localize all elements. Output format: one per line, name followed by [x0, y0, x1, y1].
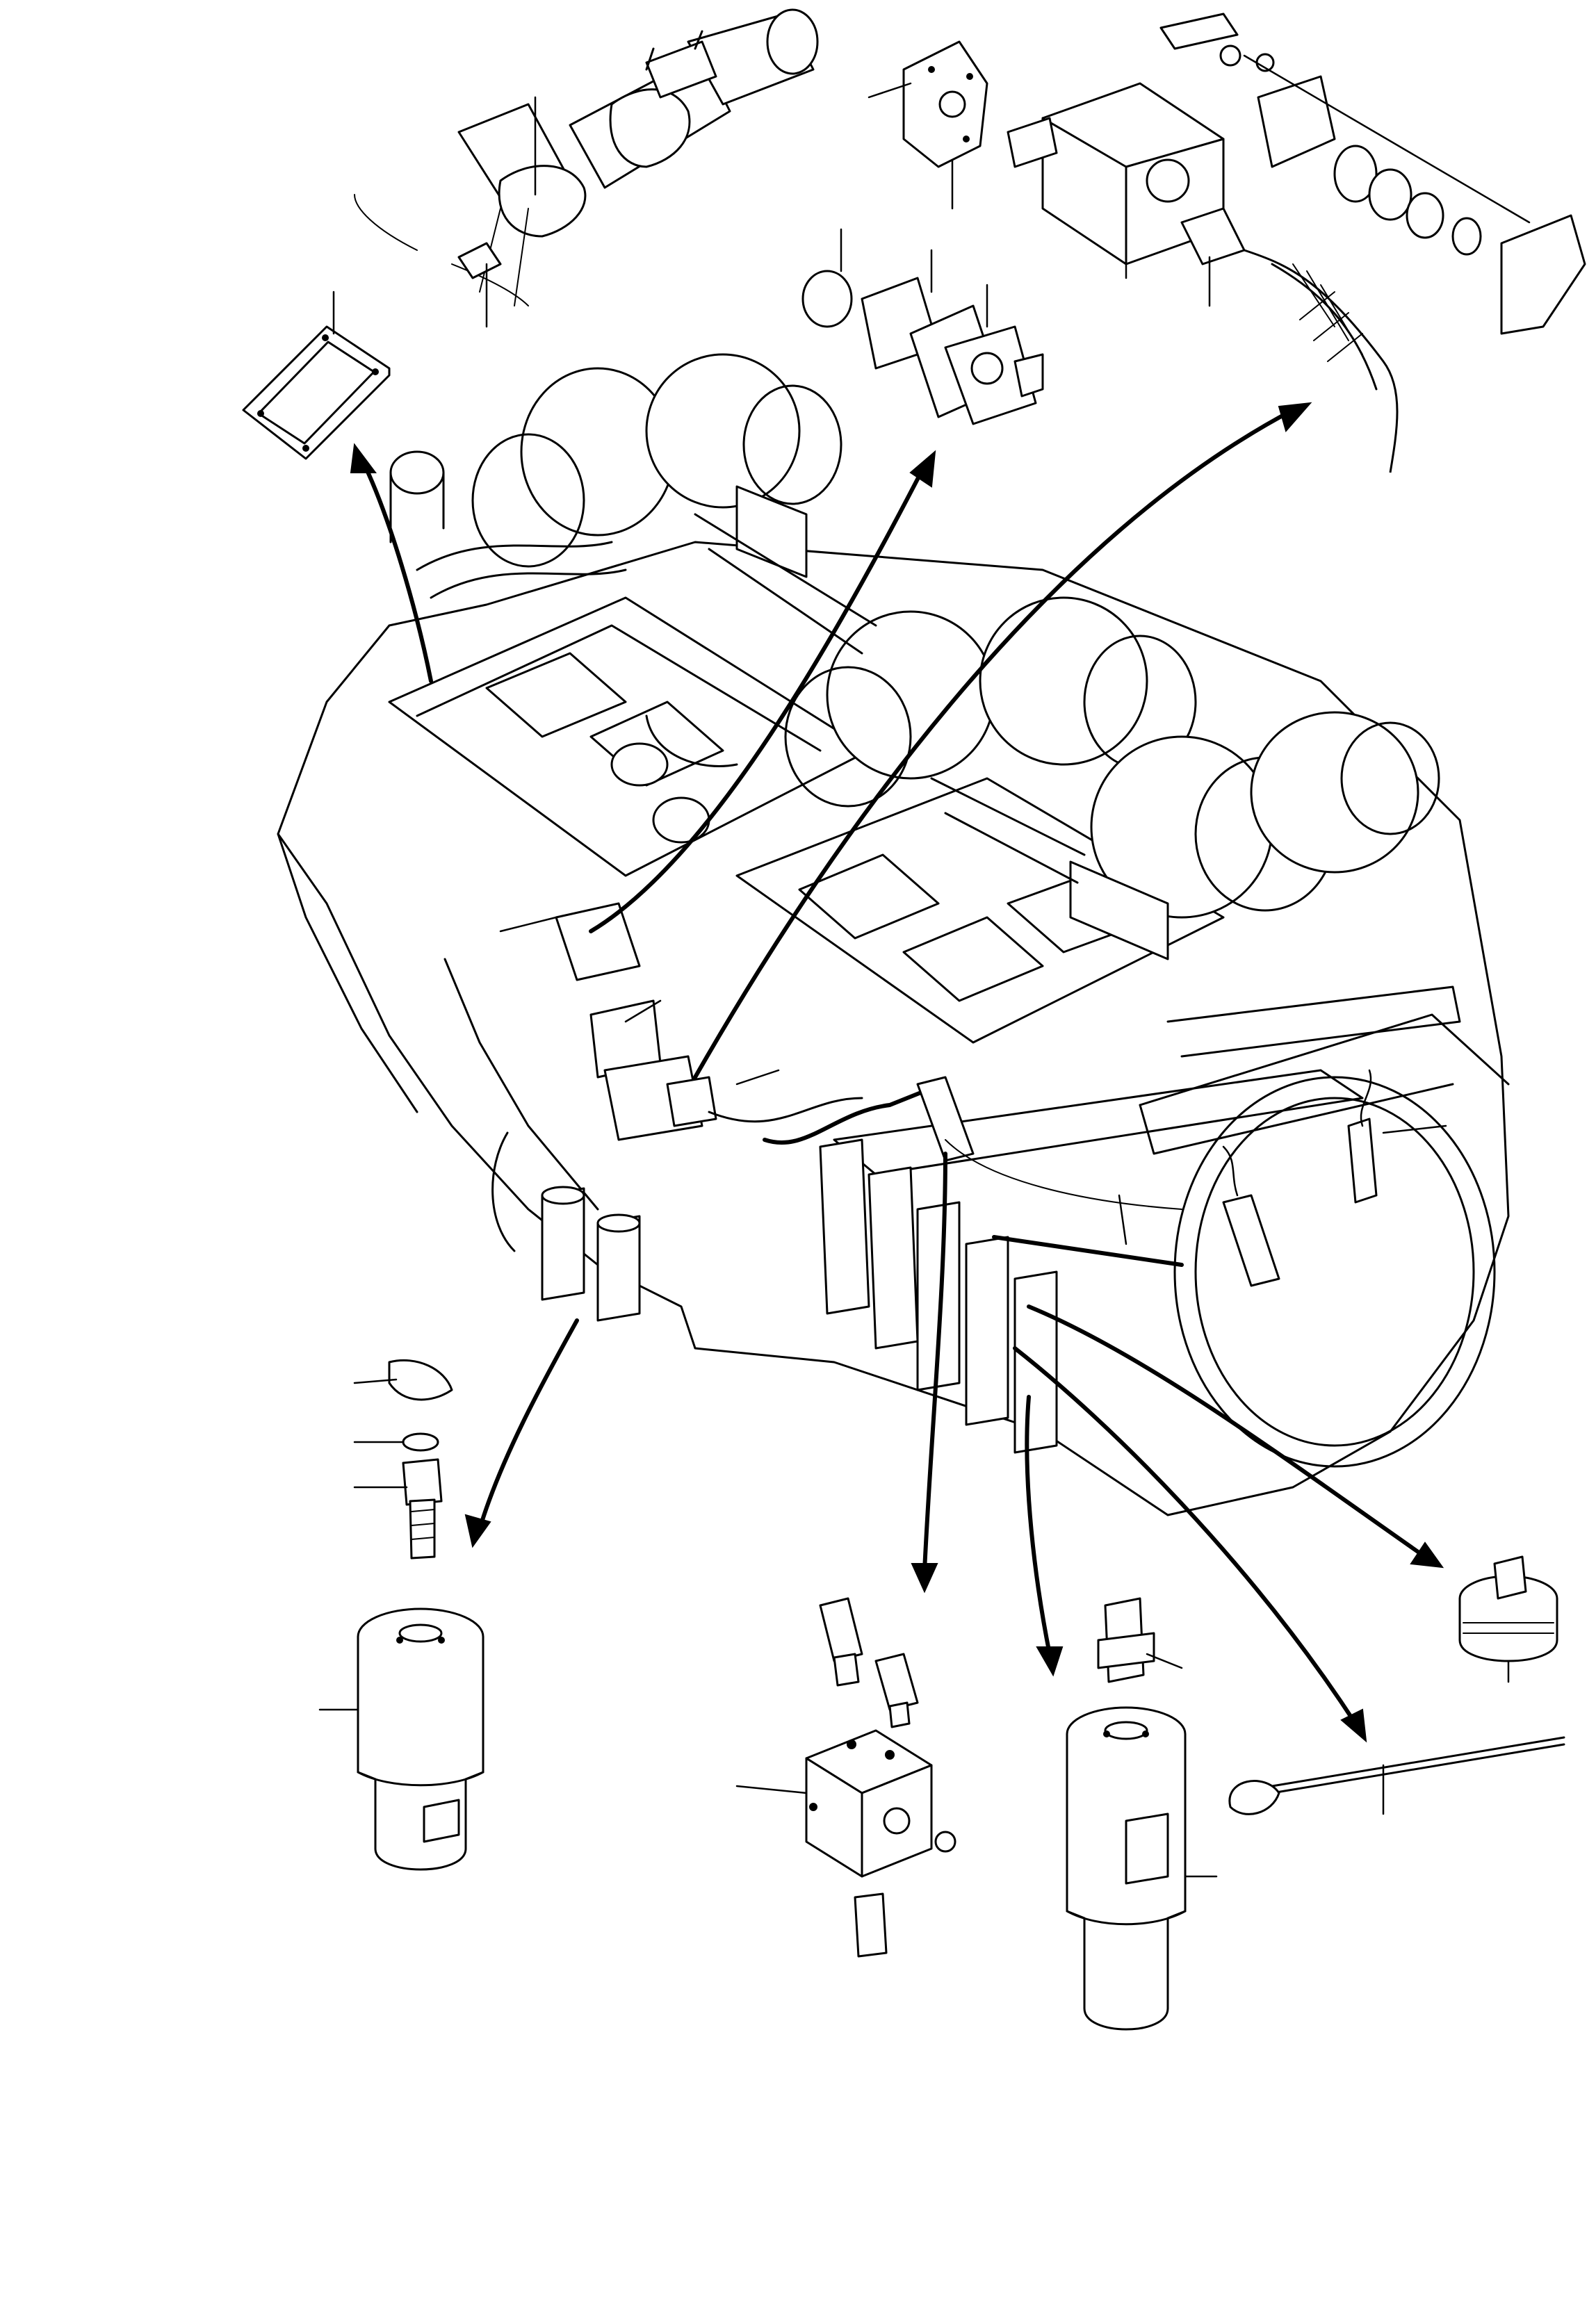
sensor-harness: [555, 902, 1378, 1287]
filler-cap-part: [1458, 1555, 1558, 1662]
hydraulic-pump-part: [1007, 13, 1586, 473]
manifold-block-part: [805, 1597, 956, 1958]
oil-pressure-sensor-part: [388, 1359, 453, 1560]
fuel-pump-part: [801, 270, 1044, 425]
gasket-part: [242, 325, 391, 460]
turbochargers: [389, 353, 1440, 960]
callout-arrows: [350, 402, 1444, 1743]
dipstick-part: [1228, 1736, 1565, 1815]
shutdown-solenoid-part: [354, 8, 819, 306]
engine-filter-bank: [491, 1131, 1058, 1454]
oil-filter-right-part: [1066, 1597, 1187, 2031]
callout-leaders: [318, 82, 1510, 1878]
cover-plate-part: [902, 40, 988, 168]
fuel-filter-left-part: [357, 1607, 484, 1871]
